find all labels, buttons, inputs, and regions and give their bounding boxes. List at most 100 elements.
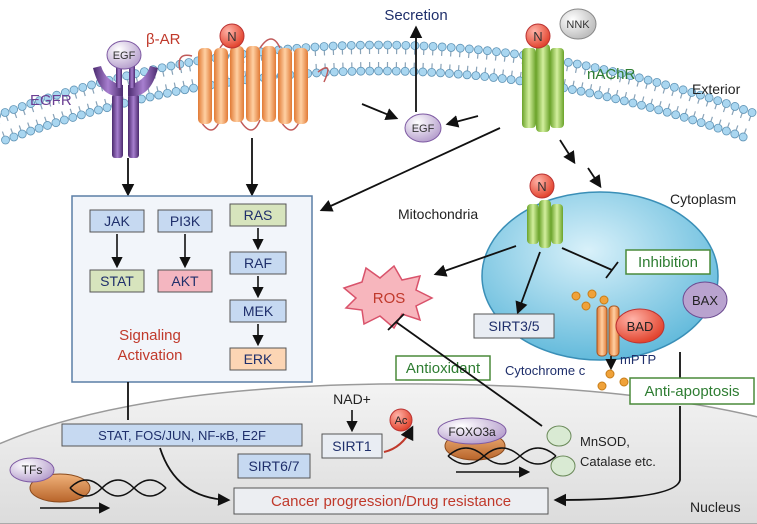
lipid-head [730,129,740,139]
lipid-head [489,73,498,82]
lipid-head [374,66,383,76]
lipid-head [599,65,609,74]
erk-box: ERK [229,347,287,371]
lipid-head [78,83,88,92]
lipid-head [696,90,705,100]
lipid-head [85,108,95,117]
lipid-head [730,102,740,111]
lipid-head [688,115,698,125]
egf-secreted-icon [404,113,442,143]
lipid-head [687,88,697,97]
lipid-head [418,67,428,77]
lipid-head [166,61,176,71]
lipid-head [567,85,577,94]
deacetylation-arrow [383,425,414,453]
mptp-channel [596,305,620,357]
lipid-head [721,99,731,108]
lipid-head [356,66,366,76]
nucleus-label: Nucleus [690,499,741,515]
lipid-head [329,67,339,77]
nachr-receptor [522,44,564,132]
lipid-head [34,123,44,133]
n-label-beta: N [227,29,236,44]
lipid-head [34,96,44,106]
lipid-head [43,93,53,103]
lipid-head [453,69,463,79]
lipid-head [634,73,644,83]
lipid-head [455,43,465,53]
tfs-label: TFs [22,463,43,477]
lipid-head [704,93,714,103]
lipid-head [510,49,519,59]
lipid-head [76,110,86,120]
outcome-arrows [127,382,681,507]
lipid-head [154,90,164,100]
target-protein-icon [546,425,572,447]
target-protein-icon [550,455,576,477]
lipid-head [696,118,706,127]
lipid-head [59,115,69,125]
lipid-head [678,85,688,95]
svg-text:PI3K: PI3K [170,213,201,229]
lipid-head [163,88,172,98]
lipid-head [87,80,96,90]
nnk-molecule-icon [559,8,597,40]
lipid-head [1,135,10,145]
bad-protein [615,308,665,344]
mitochondria-label: Mitochondria [398,206,478,222]
lipid-head [102,103,112,113]
lipid-head [383,66,392,76]
lipid-head [722,126,731,136]
sirt67-box: SIRT6/7 [237,453,311,479]
lipid-head [189,83,198,93]
ac-label: Ac [395,415,408,427]
lipid-head [671,110,681,120]
svg-text:ERK: ERK [244,351,273,367]
lipid-head [590,63,600,72]
lipid-head [171,87,181,96]
lipid-head [637,100,646,110]
lipid-head [410,41,420,51]
secretion-label: Secretion [384,7,447,24]
nad-label: NAD+ [333,391,371,407]
bax-protein [682,281,728,319]
lipid-head [337,41,347,51]
lipid-head [427,67,437,77]
lipid-head [17,102,27,111]
lipid-head [608,67,618,76]
stat-box: STAT [89,269,145,293]
lipid-head [338,67,348,77]
lipid-head [572,59,582,69]
lipid-head [401,40,411,50]
signaling-activation-label: Signaling [119,327,181,344]
lipid-head [444,69,454,78]
dna-strand [69,479,167,497]
lipid-head [157,63,167,73]
lipid-head [391,66,401,76]
lipid-head [662,107,672,117]
lipid-head [626,71,635,81]
svg-text:STAT: STAT [100,273,134,289]
svg-text:SIRT1: SIRT1 [332,438,372,454]
egf-secreted-label: EGF [412,123,435,135]
svg-text:Cancer progression/Drug resist: Cancer progression/Drug resistance [271,493,511,510]
lipid-head [319,42,329,51]
lipid-head [713,96,723,106]
lipid-head [654,105,664,115]
lipid-head [739,105,748,114]
lipid-head [26,99,36,108]
tf-list-box: STAT, FOS/JUN, NF-κB, E2F [61,423,303,447]
anti-apoptosis-box: Anti-apoptosis [629,377,755,405]
svg-text:MEK: MEK [243,303,274,319]
lipid-head [365,40,374,50]
lipid-head [464,44,474,54]
arrows [121,25,602,212]
inhibition-box: Inhibition [625,249,711,275]
lipid-head [669,82,679,92]
lipid-head [328,41,338,51]
lipid-head [26,126,36,136]
lipid-head [69,85,79,95]
inhibit-lines [387,313,543,427]
lipid-head [9,105,19,114]
n-label-nachr: N [533,29,542,44]
